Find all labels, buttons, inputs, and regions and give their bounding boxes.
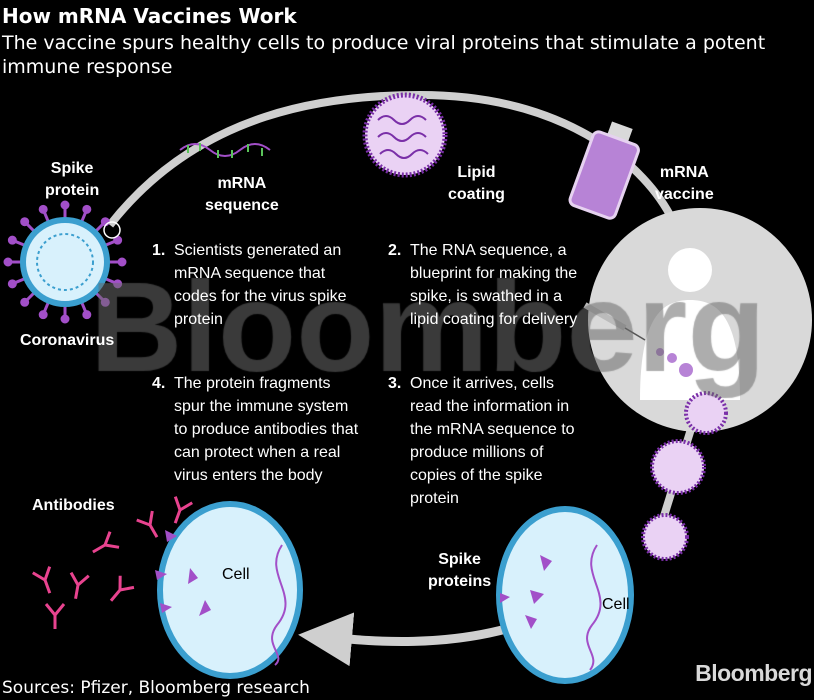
bloomberg-logo: Bloomberg [695,660,812,686]
label-cell-left: Cell [222,566,250,583]
label-line: protein [45,182,100,199]
step-number: 3. [388,375,402,392]
label-line: mRNA [659,164,709,181]
step-text: The RNA sequence, a blueprint for making… [410,242,578,328]
label-line: coating [448,186,505,203]
step-4: 4. The protein fragments spur the immune … [152,372,364,487]
page-subtitle: The vaccine spurs healthy cells to produ… [2,32,766,78]
step-number: 4. [152,375,166,392]
label-mrna-vaccine: mRNA vaccine [655,162,714,206]
step-text: Scientists generated an mRNA sequence th… [174,242,347,328]
label-spike-protein: Spike protein [45,158,99,202]
source-note: Sources: Pfizer, Bloomberg research [2,678,310,698]
step-1: 1. Scientists generated an mRNA sequence … [152,239,362,331]
label-antibodies: Antibodies [32,497,115,514]
label-lipid-coating: Lipid coating [448,162,505,206]
page-title: How mRNA Vaccines Work [2,4,297,28]
step-number: 1. [152,242,166,259]
label-line: vaccine [655,186,714,203]
label-spike-proteins: Spike proteins [428,549,491,593]
label-line: mRNA [217,175,267,192]
label-coronavirus: Coronavirus [20,332,115,349]
step-3: 3. Once it arrives, cells read the inform… [388,372,588,510]
step-2: 2. The RNA sequence, a blueprint for maki… [388,239,588,331]
label-line: Lipid [457,164,496,181]
label-line: proteins [428,573,492,590]
label-mrna-sequence: mRNA sequence [205,173,279,217]
label-line: Spike [438,551,481,568]
label-line: Spike [50,160,94,177]
step-number: 2. [388,242,402,259]
label-cell-right: Cell [602,596,630,613]
step-text: The protein fragments spur the immune sy… [174,375,359,484]
label-line: sequence [205,197,279,214]
step-text: Once it arrives, cells read the informat… [410,375,575,507]
